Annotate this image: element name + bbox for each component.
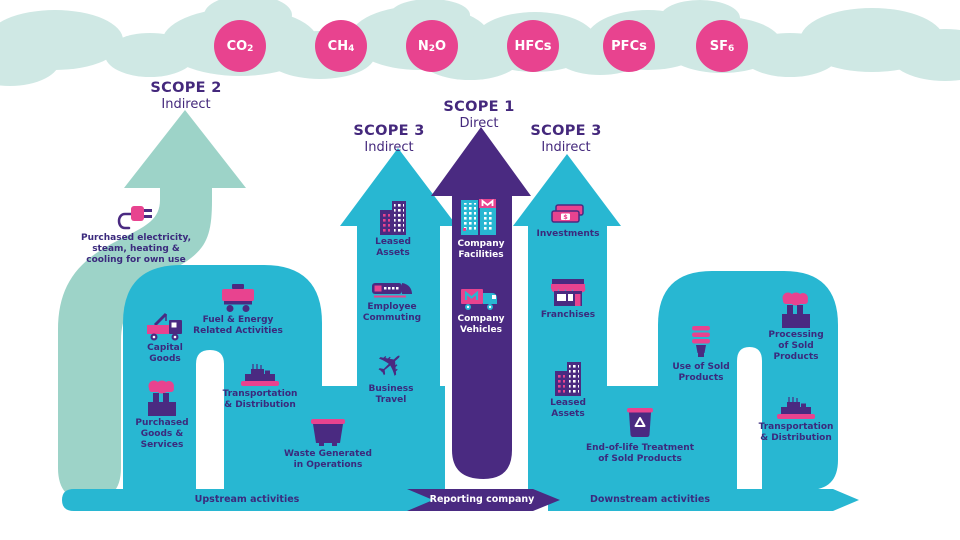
scope-title: SCOPE 2 bbox=[150, 80, 222, 96]
ship-icon bbox=[777, 397, 815, 419]
upstream-bar bbox=[62, 489, 433, 511]
svg-text:$: $ bbox=[563, 213, 568, 221]
item-end-of-life: End-of-life Treatment of Sold Products bbox=[565, 405, 715, 465]
item-label: Leased Assets bbox=[375, 237, 411, 258]
scope3-upstream-arrow bbox=[340, 148, 457, 497]
scope3-upstream-header: SCOPE 3 Indirect bbox=[324, 123, 454, 155]
scope2-header: SCOPE 2 Indirect bbox=[121, 80, 251, 112]
item-label: Fuel & Energy Related Activities bbox=[193, 315, 283, 336]
item-label: Franchises bbox=[540, 310, 596, 320]
item-label: End-of-life Treatment of Sold Products bbox=[586, 443, 694, 464]
scope2-arrow bbox=[58, 110, 246, 501]
rail-tanker-icon bbox=[222, 284, 254, 312]
item-label: Use of Sold Products bbox=[672, 362, 730, 383]
upstream-bar-label: Upstream activities bbox=[194, 494, 300, 505]
item-processing: Processing of Sold Products bbox=[754, 290, 838, 363]
scope1-header: SCOPE 1 Direct bbox=[414, 99, 544, 131]
cfl-bulb-icon bbox=[692, 326, 710, 357]
plug-icon bbox=[117, 206, 152, 230]
item-label: Employee Commuting bbox=[362, 302, 422, 323]
recycle-bin-icon bbox=[627, 408, 653, 437]
item-investments: $ Investments bbox=[523, 203, 613, 240]
item-use-of-sold: Use of Sold Products bbox=[659, 324, 743, 384]
crane-truck-icon bbox=[147, 312, 182, 341]
gas-sub: 6 bbox=[727, 44, 735, 54]
item-label: Transportation & Distribution bbox=[758, 422, 834, 443]
scope-subtitle: Indirect bbox=[541, 140, 591, 155]
building-icon bbox=[380, 201, 406, 235]
item-label: Company Facilities bbox=[457, 239, 505, 260]
office-buildings-icon bbox=[461, 199, 496, 235]
item-purchased-electricity: Purchased electricity, steam, heating & … bbox=[72, 201, 200, 266]
gas-formula: PFCs bbox=[611, 38, 647, 54]
building-icon bbox=[555, 362, 581, 396]
scope-title: SCOPE 3 bbox=[530, 123, 602, 139]
gas-post: O bbox=[435, 38, 447, 54]
item-label: Processing of Sold Products bbox=[768, 330, 824, 362]
item-label: Transportation & Distribution bbox=[222, 389, 298, 410]
train-icon bbox=[372, 283, 412, 298]
item-leased-assets-downstream: Leased Assets bbox=[533, 360, 603, 420]
item-company-vehicles: Company Vehicles bbox=[439, 286, 523, 336]
gas-formula: HFCs bbox=[514, 38, 552, 54]
ribbon-slots bbox=[196, 227, 762, 512]
scope-subtitle: Direct bbox=[459, 116, 499, 131]
reporting-company-label: Reporting company bbox=[429, 494, 535, 505]
item-leased-assets-upstream: Leased Assets bbox=[358, 199, 428, 259]
item-label: Business Travel bbox=[368, 384, 414, 405]
gas-formula: N bbox=[417, 38, 429, 54]
item-transportation-downstream: Transportation & Distribution bbox=[744, 394, 848, 444]
item-label: Purchased Goods & Services bbox=[135, 418, 189, 450]
gas-bubble-hfcs: HFCs bbox=[507, 20, 559, 72]
downstream-bar-label: Downstream activities bbox=[589, 494, 711, 505]
downstream-bar bbox=[548, 489, 859, 511]
scope-title: SCOPE 1 bbox=[443, 99, 515, 115]
airplane-icon: ✈ bbox=[367, 340, 415, 390]
item-label: Investments bbox=[536, 229, 600, 239]
factory-cloud-icon bbox=[782, 292, 810, 328]
item-franchises: Franchises bbox=[526, 276, 610, 321]
truck-icon bbox=[461, 289, 497, 310]
item-company-facilities: Company Facilities bbox=[439, 197, 523, 261]
factory-cloud-icon bbox=[148, 380, 176, 416]
scope3-downstream-header: SCOPE 3 Indirect bbox=[501, 123, 631, 155]
gas-sub: 2 bbox=[428, 44, 436, 54]
item-purchased-goods: Purchased Goods & Services bbox=[117, 378, 207, 451]
storefront-icon bbox=[551, 279, 586, 306]
reporting-company-chevron bbox=[404, 489, 560, 511]
dumpster-icon bbox=[311, 419, 345, 446]
item-label: Waste Generated in Operations bbox=[284, 449, 372, 470]
scope-subtitle: Indirect bbox=[161, 97, 211, 112]
scope-title: SCOPE 3 bbox=[353, 123, 425, 139]
ship-icon bbox=[241, 364, 279, 386]
item-transportation-upstream: Transportation & Distribution bbox=[205, 361, 315, 411]
gas-formula: SF bbox=[709, 38, 728, 54]
gas-bubble-pfcs: PFCs bbox=[603, 20, 655, 72]
scope-subtitle: Indirect bbox=[364, 140, 414, 155]
item-waste: Waste Generated in Operations bbox=[263, 415, 393, 471]
clouds bbox=[0, 0, 960, 86]
gas-formula: CH bbox=[327, 38, 349, 54]
gas-sub: 4 bbox=[348, 44, 355, 54]
item-label: Leased Assets bbox=[550, 398, 586, 419]
item-business-travel: ✈ Business Travel bbox=[351, 341, 431, 406]
item-label: Capital Goods bbox=[147, 343, 183, 364]
item-fuel-energy: Fuel & Energy Related Activities bbox=[183, 283, 293, 337]
gas-sub: 2 bbox=[247, 44, 254, 54]
item-label: Purchased electricity, steam, heating & … bbox=[80, 233, 192, 265]
item-employee-commuting: Employee Commuting bbox=[349, 278, 435, 324]
item-label: Company Vehicles bbox=[457, 314, 505, 335]
gas-formula: CO bbox=[226, 38, 248, 54]
item-capital-goods: Capital Goods bbox=[125, 310, 205, 365]
banknotes-icon: $ bbox=[551, 204, 584, 223]
